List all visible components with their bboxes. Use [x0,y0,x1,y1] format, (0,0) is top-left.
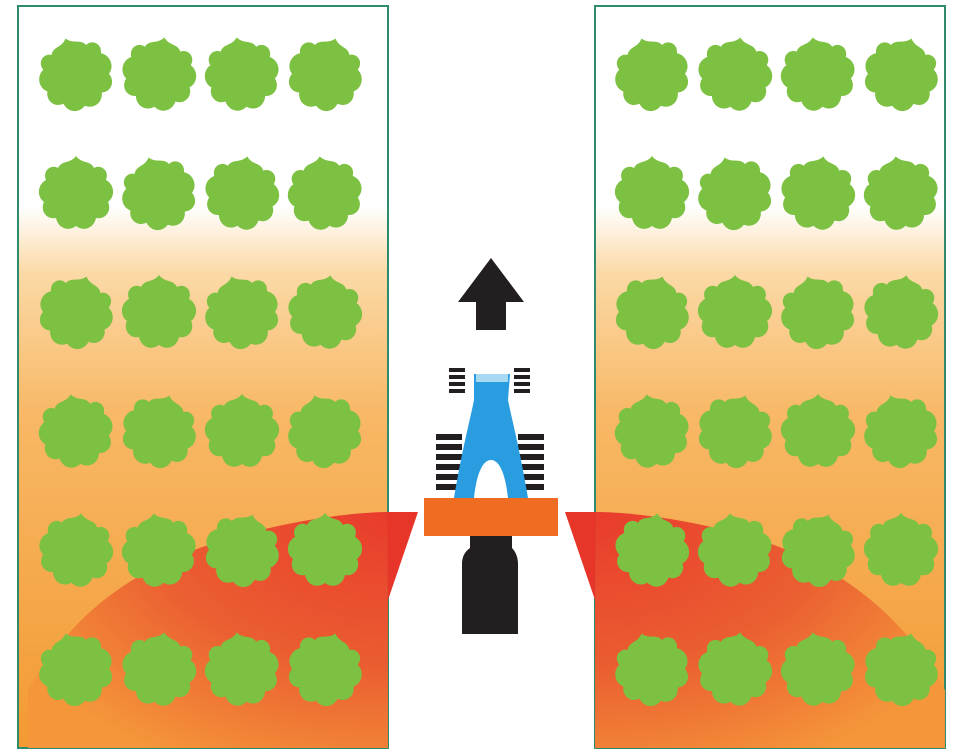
tractor-front-right-wheel [514,368,530,393]
right-field [565,6,947,748]
tractor-front-left-wheel [449,368,465,393]
left-spray-stream [388,512,418,600]
spray-boom [424,498,558,536]
right-spray-stream [565,512,595,600]
spray-tank [462,536,518,634]
arrow-up-icon [458,258,524,330]
tractor-icon [436,368,544,498]
left-field [18,6,418,748]
tractor-cab-window [476,374,508,382]
